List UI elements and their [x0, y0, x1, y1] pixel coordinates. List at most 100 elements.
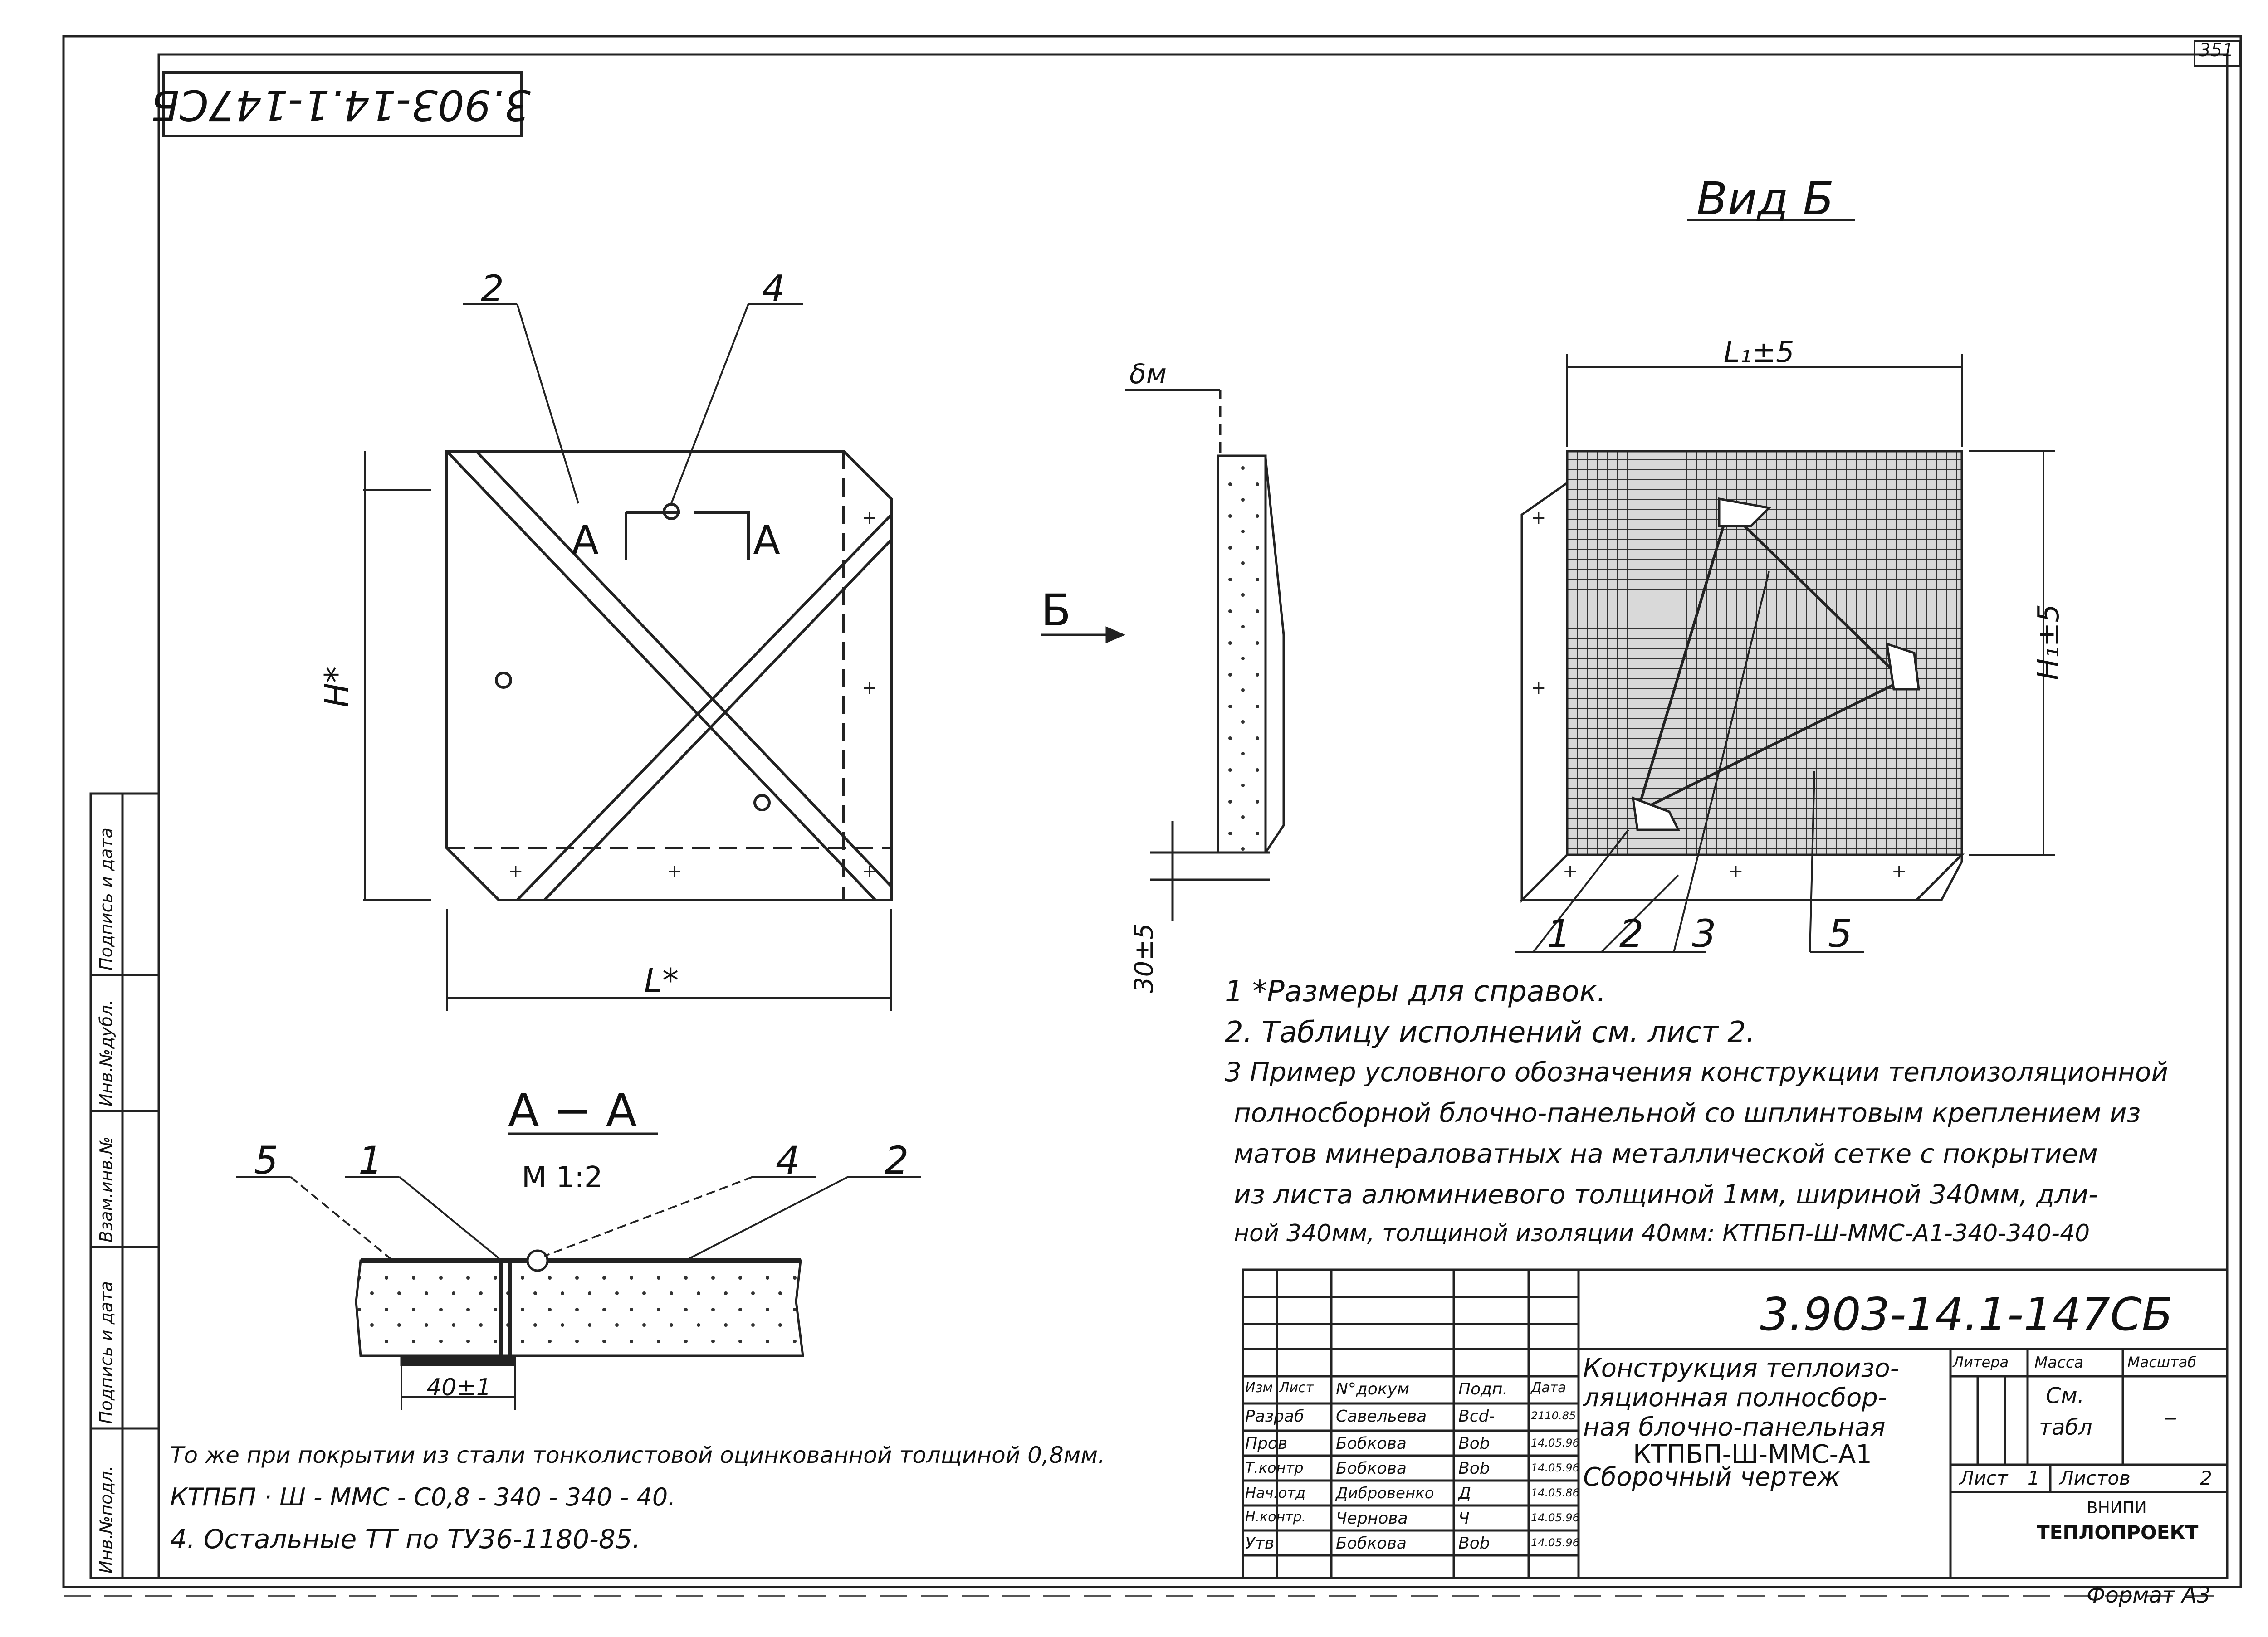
- tb-hdr-date: Дата: [1531, 1380, 1566, 1396]
- tb-hdr-list: Лист: [1279, 1380, 1314, 1396]
- tb-date-2: 14.05.96: [1531, 1437, 1579, 1449]
- dim-l1: L₁±5: [1724, 336, 1794, 369]
- tb-name-5: Чернова: [1336, 1509, 1408, 1528]
- dim-delta: δм: [1129, 358, 1167, 390]
- tb-role-1: Разраб: [1245, 1407, 1305, 1426]
- sec-callout-5: 5: [254, 1138, 279, 1183]
- svg-text:+: +: [1563, 861, 1578, 882]
- tb-role-5: Н.контр.: [1245, 1509, 1306, 1525]
- tb-sign-4: Д: [1458, 1484, 1471, 1503]
- tb-name-4: Дибровенко: [1336, 1484, 1434, 1502]
- tb-code: 3.903-14.1-147СБ: [1760, 1288, 2173, 1341]
- tb-hdr-doc: N°докум: [1336, 1380, 1410, 1398]
- front-plus-marks: + + + + +: [508, 507, 877, 882]
- dim-height: H*: [318, 666, 356, 707]
- dim-30: 30±5: [1129, 923, 1159, 993]
- section-aa: [236, 1132, 921, 1410]
- note-3-line-4: из листа алюминиевого толщиной 1мм, шири…: [1234, 1179, 2098, 1210]
- tb-name-6: Бобкова: [1336, 1534, 1407, 1553]
- view-b: [1515, 219, 2055, 953]
- section-letter-left: А: [572, 517, 599, 564]
- tb-sign-6: Bob: [1458, 1534, 1490, 1553]
- side-view: [1125, 389, 1285, 921]
- note-3-line-3: матов минераловатных на металлической се…: [1234, 1138, 2098, 1169]
- tb-role-4: Нач.отд: [1245, 1484, 1306, 1501]
- svg-text:+: +: [862, 507, 877, 528]
- tb-org-2: ТЕПЛОПРОЕКТ: [2037, 1521, 2199, 1544]
- tb-title-4: КТПБП-Ш-ММС-А1: [1633, 1440, 1872, 1469]
- svg-text:+: +: [1531, 677, 1546, 698]
- note-1: 1 *Размеры для справок.: [1225, 975, 1606, 1009]
- format-label: Формат А3: [2087, 1583, 2211, 1608]
- svg-text:+: +: [862, 677, 877, 698]
- tb-date-1: 2110.85: [1531, 1409, 1576, 1422]
- tb-name-2: Бобкова: [1336, 1434, 1407, 1453]
- view-b-plus-marks: + + + + +: [1531, 507, 1907, 882]
- svg-text:+: +: [508, 861, 523, 882]
- tb-sheet-label: Лист: [1960, 1467, 2008, 1489]
- tb-litera-hdr: Литера: [1953, 1354, 2009, 1371]
- tb-role-3: Т.контр: [1245, 1459, 1304, 1476]
- arrow-b-label: Б: [1041, 585, 1071, 636]
- tb-title-5: Сборочный чертеж: [1583, 1462, 1840, 1492]
- front-view: [363, 303, 893, 1011]
- tb-date-4: 14.05.86: [1531, 1486, 1579, 1499]
- side-stamp: [89, 792, 160, 1579]
- tb-scale-hdr: Масштаб: [2127, 1354, 2197, 1371]
- tb-scale-val: –: [2164, 1401, 2177, 1433]
- svg-text:+: +: [1531, 507, 1546, 528]
- svg-text:+: +: [1728, 861, 1744, 882]
- side-stamp-5: Подпись и дата: [96, 828, 116, 970]
- note-3-line-7: КТПБП · Ш - ММС - С0,8 - 340 - 340 - 40.: [170, 1483, 676, 1511]
- tb-massa-val-2: табл: [2039, 1415, 2092, 1440]
- tb-sheet-val: 1: [2028, 1467, 2040, 1489]
- tb-sign-2: Bob: [1458, 1434, 1490, 1453]
- corner-code: 3.903-14.1-147СБ: [151, 81, 531, 129]
- dim-40: 40±1: [426, 1374, 491, 1401]
- tb-sign-5: Ч: [1458, 1509, 1470, 1528]
- tb-date-3: 14.05.96: [1531, 1462, 1579, 1474]
- tb-sheets-val: 2: [2200, 1467, 2212, 1489]
- section-scale: М 1:2: [522, 1161, 603, 1194]
- tb-title-2: ляционная полносбор-: [1583, 1383, 1887, 1413]
- sec-callout-4: 4: [776, 1138, 800, 1183]
- tb-date-6: 14.05.96: [1531, 1536, 1579, 1549]
- title-block-grid: [1242, 1268, 2229, 1579]
- section-letter-right: А: [753, 517, 781, 564]
- note-3-line-6: То же при покрытии из стали тонколистово…: [170, 1442, 1105, 1468]
- tb-title-1: Конструкция теплоизо-: [1583, 1354, 1899, 1383]
- note-2: 2. Таблицу исполнений см. лист 2.: [1225, 1016, 1755, 1049]
- view-callout-2: 2: [1619, 911, 1644, 956]
- note-3-line-1: 3 Пример условного обозначения конструкц…: [1225, 1057, 2169, 1087]
- dim-h1: H₁±5: [2032, 604, 2066, 680]
- view-callout-5: 5: [1828, 911, 1853, 956]
- tb-massa-hdr: Масса: [2034, 1354, 2084, 1372]
- side-stamp-1: Инв.№подл.: [96, 1465, 116, 1574]
- dim-length: L*: [644, 961, 679, 999]
- sheet-number-box: [2194, 40, 2241, 67]
- svg-text:+: +: [862, 861, 877, 882]
- side-stamp-3: Взам.инв.№: [96, 1136, 116, 1242]
- sec-callout-1: 1: [358, 1138, 383, 1183]
- svg-text:+: +: [1892, 861, 1907, 882]
- note-3-line-5: ной 340мм, толщиной изоляции 40мм: КТПБП…: [1234, 1220, 2090, 1247]
- sec-callout-2: 2: [885, 1138, 909, 1183]
- tb-org-1: ВНИПИ: [2087, 1499, 2147, 1517]
- tb-sign-3: Bob: [1458, 1459, 1490, 1478]
- view-b-title: Вид Б: [1696, 172, 1834, 225]
- corner-code-box: [162, 71, 523, 137]
- svg-text:+: +: [667, 861, 682, 882]
- tb-role-2: Пров: [1245, 1434, 1288, 1453]
- tb-hdr-izm: Изм: [1245, 1380, 1273, 1396]
- side-stamp-2: Подпись и дата: [96, 1281, 116, 1424]
- view-callout-3: 3: [1692, 911, 1716, 956]
- front-callout-2: 2: [481, 268, 504, 310]
- tb-role-6: Утв: [1245, 1534, 1275, 1553]
- note-3-line-2: полносборной блочно-панельной со шплинто…: [1234, 1097, 2141, 1128]
- sheet-number: 351: [2199, 40, 2234, 61]
- tb-date-5: 14.05.96: [1531, 1511, 1579, 1524]
- front-callout-4: 4: [762, 268, 785, 310]
- tb-sheets-label: Листов: [2059, 1467, 2131, 1489]
- view-callout-1: 1: [1547, 911, 1571, 956]
- tb-name-1: Савельева: [1336, 1407, 1427, 1426]
